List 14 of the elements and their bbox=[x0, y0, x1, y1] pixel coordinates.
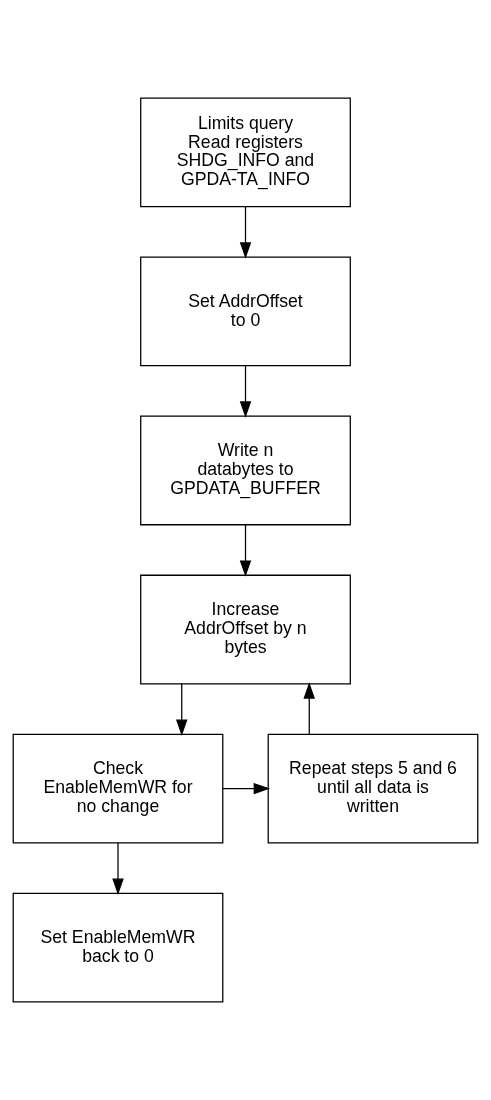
arrow bbox=[303, 682, 315, 735]
node-box: Check EnableMemWR for no change bbox=[12, 733, 224, 844]
node-box: Write n databytes to GPDATA_BUFFER bbox=[140, 415, 351, 526]
arrow bbox=[222, 782, 271, 795]
arrow bbox=[239, 365, 252, 418]
node-box: Repeat steps 5 and 6 until all data is written bbox=[267, 733, 479, 844]
node-box: Set EnableMemWR back to 0 bbox=[12, 892, 224, 1003]
node-box: Set AddrOffset to 0 bbox=[140, 256, 351, 367]
node-box: Limits query Read registers SHDG_INFO and GPDA-TA_INFO bbox=[140, 97, 351, 208]
arrow bbox=[239, 206, 252, 259]
arrow bbox=[112, 842, 124, 895]
arrow bbox=[176, 683, 188, 736]
arrow bbox=[239, 524, 252, 577]
node-box: Increase AddrOffset by n bytes bbox=[140, 574, 351, 685]
